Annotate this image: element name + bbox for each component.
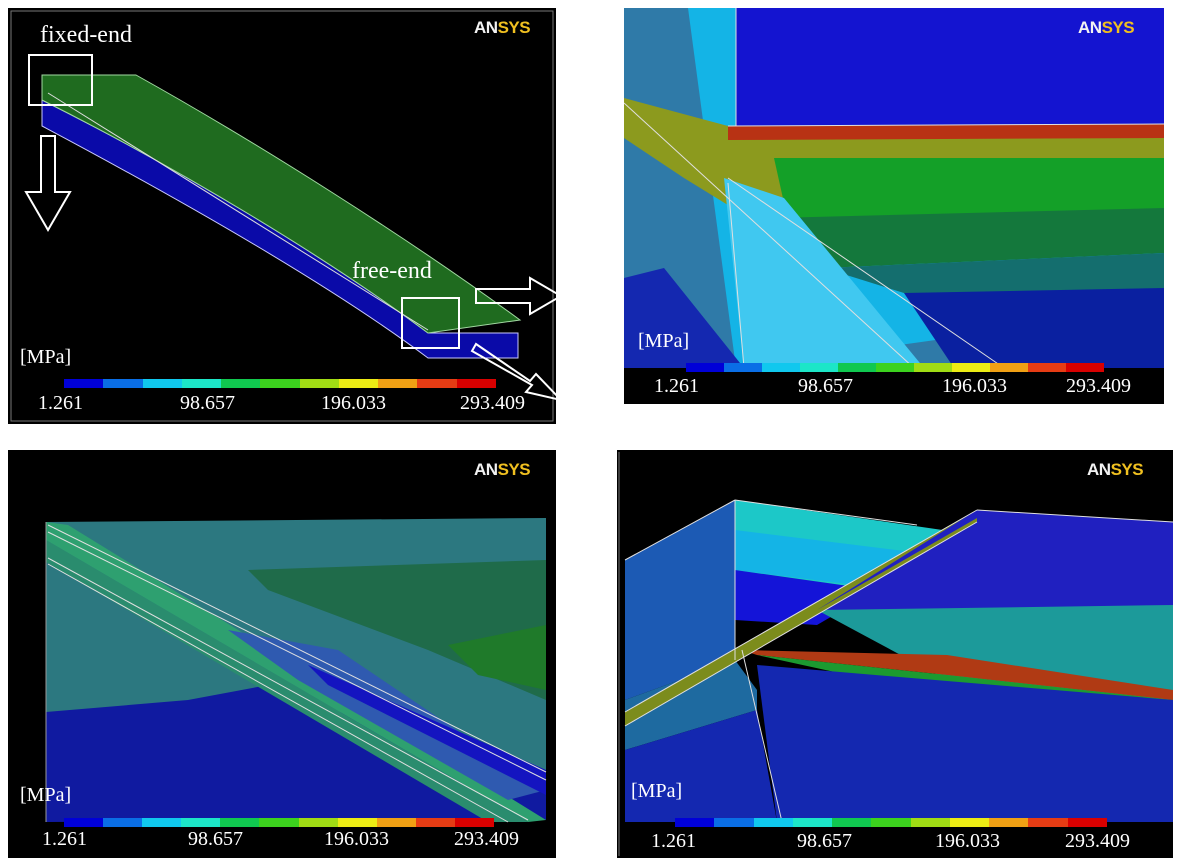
colormap-band [686, 363, 724, 372]
colormap-band [762, 363, 800, 372]
colormap-band [952, 363, 990, 372]
colormap-band [417, 379, 457, 388]
colormap-band [800, 363, 838, 372]
legend-tick: 98.657 [188, 828, 243, 850]
legend-tick: 196.033 [321, 392, 386, 414]
unit-label: [MPa] [631, 780, 683, 802]
legend-tick: 1.261 [651, 830, 696, 852]
fixed-end-zoom-view [624, 8, 1164, 404]
colormap-band [990, 363, 1028, 372]
legend-tick: 1.261 [38, 392, 83, 414]
colormap-band [989, 818, 1029, 827]
color-legend-bar [64, 818, 495, 827]
fixed-end-label: fixed-end [40, 22, 132, 48]
ansys-logo: ANSYS [1087, 460, 1144, 479]
color-legend-bar [64, 379, 496, 388]
colormap-band [337, 818, 377, 827]
colormap-band [376, 818, 416, 827]
colormap-band [910, 818, 950, 827]
colormap-band [838, 363, 876, 372]
legend-ticks: 1.261 98.657 196.033 293.409 [8, 828, 556, 854]
colormap-band [142, 818, 182, 827]
legend-ticks: 1.261 98.657 196.033 293.409 [624, 375, 1164, 401]
legend-tick: 196.033 [935, 830, 1000, 852]
panel-full-beam: ANSYS fixed-end free-end [MPa] 1.261 98.… [8, 8, 556, 424]
unit-label: [MPa] [20, 784, 72, 806]
colormap-band [876, 363, 914, 372]
colormap-band [714, 818, 754, 827]
panel-fixed-end-zoom: ANSYS [MPa] 1.261 98.657 196.033 293.409 [624, 8, 1164, 404]
legend-tick: 293.409 [1066, 375, 1131, 397]
colormap-band [338, 379, 379, 388]
colormap-band [221, 379, 261, 388]
colormap-band [259, 818, 299, 827]
colormap-band [1067, 818, 1107, 827]
colormap-band [103, 379, 143, 388]
colormap-band [1028, 818, 1068, 827]
legend-tick: 1.261 [654, 375, 699, 397]
legend-tick: 98.657 [180, 392, 235, 414]
ansys-logo: ANSYS [474, 460, 531, 479]
panel-free-end-zoom: ANSYS [MPa] 1.261 98.657 196.033 293.409 [617, 450, 1173, 858]
unit-label: [MPa] [638, 330, 690, 352]
colormap-band [724, 363, 762, 372]
colormap-band [220, 818, 260, 827]
legend-tick: 293.409 [460, 392, 525, 414]
ansys-logo: ANSYS [474, 18, 531, 37]
colormap-band [415, 818, 455, 827]
colormap-band [142, 379, 182, 388]
color-legend-bar [675, 818, 1107, 827]
free-end-zoom-view [618, 452, 1173, 856]
color-legend-bar [686, 363, 1104, 372]
legend-ticks: 1.261 98.657 196.033 293.409 [617, 830, 1173, 856]
colormap-band [64, 379, 104, 388]
beam-full-view [10, 10, 556, 422]
colormap-band [792, 818, 833, 827]
colormap-band [181, 818, 221, 827]
colormap-band [181, 379, 222, 388]
colormap-band [378, 379, 418, 388]
unit-label: [MPa] [20, 346, 72, 368]
colormap-band [298, 818, 338, 827]
colormap-band [914, 363, 952, 372]
legend-tick: 98.657 [797, 830, 852, 852]
legend-tick: 293.409 [454, 828, 519, 850]
panel-mid-section-zoom: ANSYS [MPa] 1.261 98.657 196.033 293.409 [8, 450, 556, 858]
colormap-band [260, 379, 300, 388]
legend-tick: 1.261 [42, 828, 87, 850]
colormap-band [64, 818, 104, 827]
ansys-logo: ANSYS [1078, 18, 1135, 37]
free-end-label: free-end [352, 258, 432, 284]
legend-tick: 293.409 [1065, 830, 1130, 852]
colormap-band [299, 379, 339, 388]
legend-tick: 196.033 [324, 828, 389, 850]
mid-section-view [45, 518, 547, 823]
colormap-band [675, 818, 715, 827]
colormap-band [454, 818, 495, 827]
legend-tick: 98.657 [798, 375, 853, 397]
colormap-band [753, 818, 793, 827]
colormap-band [832, 818, 872, 827]
colormap-band [1066, 363, 1104, 372]
legend-tick: 196.033 [942, 375, 1007, 397]
colormap-band [456, 379, 496, 388]
colormap-band [871, 818, 911, 827]
colormap-band [103, 818, 143, 827]
colormap-band [1028, 363, 1066, 372]
legend-ticks: 1.261 98.657 196.033 293.409 [8, 392, 556, 418]
colormap-band [949, 818, 990, 827]
